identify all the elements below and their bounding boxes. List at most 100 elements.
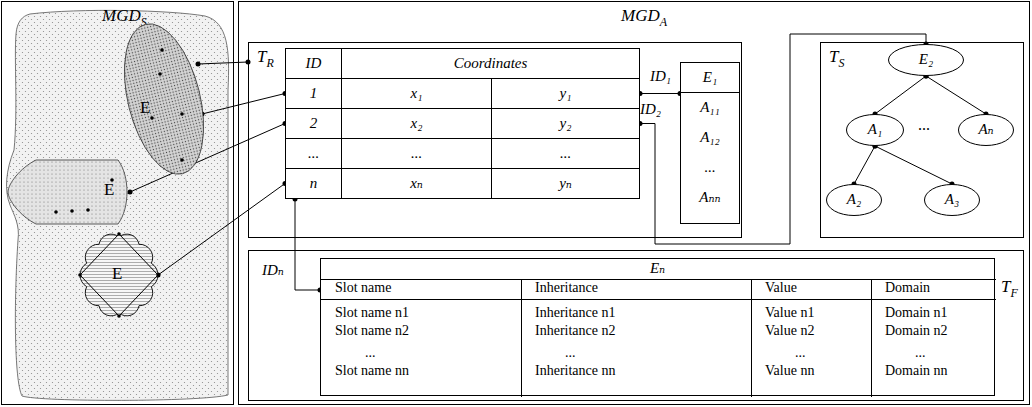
cell-text: ID [306, 55, 322, 72]
cell-text: A₁₂ [700, 129, 720, 146]
frame-table: EₙSlot nameInheritanceValueDomainSlot na… [320, 258, 995, 396]
tree-node-text: A₁ [868, 121, 882, 138]
connector [873, 74, 929, 117]
slot-cell: Slot name n2 [335, 323, 409, 339]
connector-line [875, 76, 926, 114]
cloud-outline [80, 234, 158, 316]
cell-text: ... [411, 145, 422, 162]
connector-line [198, 62, 248, 64]
connector-line [854, 146, 875, 184]
panel-box: TFEₙSlot nameInheritanceValueDomainSlot … [248, 250, 1024, 401]
point-mark [180, 158, 184, 162]
grid-line [321, 299, 996, 300]
cell-text: ... [308, 145, 319, 162]
connector-line [295, 199, 320, 290]
cell-text: n [310, 175, 318, 192]
cell-text: x₁ [411, 85, 423, 102]
connector [196, 60, 251, 67]
panel-box: MGDSEEE [1, 1, 234, 405]
heading: MGDA [621, 6, 667, 30]
slot-cell: Inheritance n1 [535, 305, 615, 321]
point-mark [160, 48, 164, 52]
cell-text: Aₙₙ [699, 189, 720, 206]
region-label: E [112, 264, 122, 284]
table-cell: 2 [286, 109, 341, 138]
end-dot [128, 190, 133, 195]
tree-node-text: Aₙ [978, 121, 993, 138]
table-cell: y₁ [491, 79, 639, 108]
table-cell: xₙ [341, 169, 491, 198]
column-header: Inheritance [535, 280, 598, 296]
connector-line [875, 146, 952, 184]
point-mark [156, 273, 160, 277]
ellipse-outline [925, 185, 980, 216]
ellipse-outline [959, 115, 1014, 146]
cell-text: x₂ [411, 115, 423, 132]
region-label: E [140, 98, 150, 118]
table-cell: x₁ [341, 79, 491, 108]
tree-node-text: A₃ [945, 191, 959, 208]
table-cell: x₂ [341, 109, 491, 138]
point-mark [117, 232, 121, 236]
region-label: E [104, 180, 114, 200]
table-cell: A₁₁ [681, 93, 739, 123]
connector [852, 144, 878, 187]
map-region: E [116, 18, 212, 180]
table-cell: y₂ [491, 109, 639, 138]
tree-node: Aₙ [958, 114, 1014, 146]
ellipse-outline [847, 115, 904, 146]
slot-cell: Domain n1 [885, 305, 948, 321]
connector [293, 197, 323, 293]
table-cell: yₙ [491, 169, 639, 198]
table-cell: A₁₂ [681, 123, 739, 153]
panel-title: T [829, 47, 838, 67]
cell-text: y₁ [560, 85, 572, 102]
region-shape [8, 160, 127, 224]
point-mark [54, 210, 58, 214]
ellipsis: ... [918, 116, 930, 134]
cell-text: Coordinates [454, 55, 528, 72]
slot-cell: Value n2 [765, 323, 814, 339]
frame-title: Eₙ [321, 260, 994, 277]
cell-text: y₂ [560, 115, 572, 132]
connector-line [640, 34, 926, 244]
cell-text: 2 [310, 115, 318, 132]
connector [873, 144, 955, 187]
tree-node: A₃ [924, 184, 980, 216]
table-cell: ... [681, 153, 739, 183]
grid-line [321, 279, 996, 280]
tree-node: A₁ [846, 114, 904, 146]
slot-cell: Domain nn [885, 363, 948, 379]
point-mark [70, 209, 74, 213]
point-mark [86, 208, 90, 212]
table-cell: Coordinates [341, 49, 639, 78]
point-mark [150, 116, 154, 120]
heading: TF [1001, 277, 1018, 301]
tree-node: A₂ [826, 184, 882, 216]
panel-box: TS E₂ A₁ AₙA₂ A₃ [820, 42, 1024, 238]
connector-line [640, 93, 680, 94]
tree-node: E₂ [888, 44, 964, 76]
table-row: ID Coordinates [285, 48, 640, 79]
table-row: n xₙ yₙ [285, 168, 640, 199]
table-row: 2 x₂ y₂ [285, 108, 640, 139]
subscript: A [660, 16, 667, 30]
connector-line [926, 76, 986, 114]
column-header: Value [765, 280, 797, 296]
heading: TR [257, 47, 274, 71]
heading: TS [829, 47, 844, 71]
end-dot [196, 62, 201, 67]
slot-cell: Slot name n1 [335, 305, 409, 321]
table-cell: ... [341, 139, 491, 168]
column-header: Domain [885, 280, 930, 296]
subscript: R [266, 57, 273, 71]
table-cell: n [286, 169, 341, 198]
cell-text: E₁ [703, 69, 717, 86]
cell-text: xₙ [410, 175, 423, 192]
slot-cell: Inheritance nn [535, 363, 615, 379]
cell-text: ... [704, 159, 715, 176]
connector-line [158, 184, 285, 276]
connector [638, 34, 929, 244]
slot-cell: ... [565, 345, 576, 361]
